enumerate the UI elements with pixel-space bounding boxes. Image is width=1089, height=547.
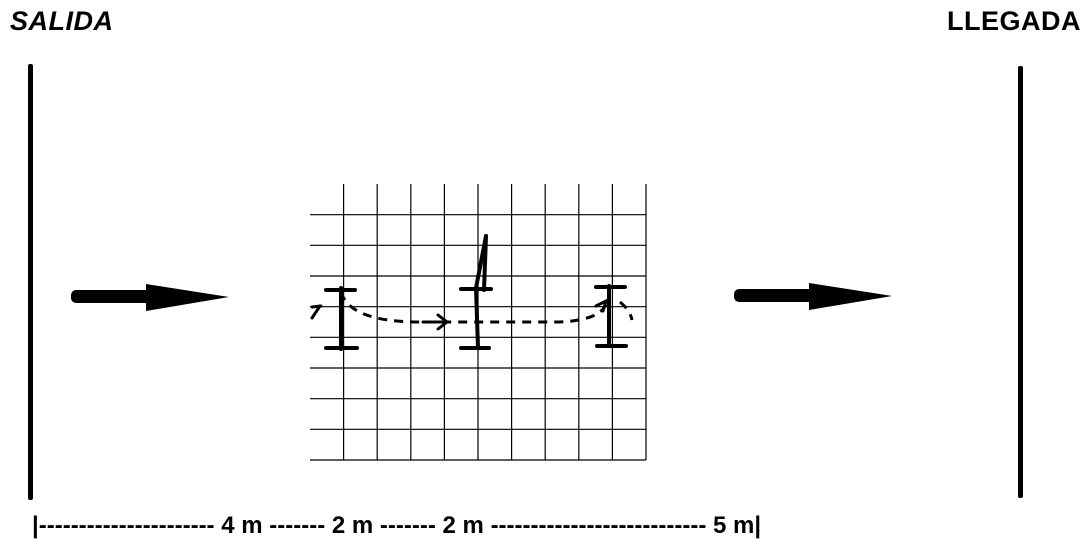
end-arrowhead-icon [594, 298, 609, 313]
scale-dashes-1: ---------------------- [38, 512, 215, 539]
scale-dashes-3: ------- [379, 512, 436, 539]
scale-segment-4: 5 m [713, 512, 755, 539]
finish-label: LLEGADA [947, 6, 1081, 36]
arrow-right-icon [734, 283, 892, 310]
obstacle-hurdle-3 [594, 284, 628, 348]
obstacle-hurdle-1 [324, 286, 359, 351]
start-arrowhead-icon [310, 304, 323, 320]
start-label: SALIDA [10, 6, 114, 36]
scale-right-bar: | [754, 512, 762, 539]
arrow-right-icon [71, 284, 229, 311]
scale-dashes-4: --------------------------- [490, 512, 707, 539]
obstacle-pole-2 [459, 234, 493, 350]
path-line [339, 291, 634, 324]
path-arrow-icon [421, 313, 450, 331]
scale-segment-1: 4 m [221, 512, 263, 539]
scale-segment-2: 2 m [331, 512, 374, 539]
scale-dashes-2: ------- [269, 512, 326, 539]
start-line [28, 64, 33, 500]
distance-scale: |---------------------- 4 m ------- 2 m … [32, 512, 761, 540]
finish-line [1018, 66, 1023, 498]
scale-segment-3: 2 m [442, 512, 484, 539]
scale-left-bar: | [32, 512, 39, 539]
